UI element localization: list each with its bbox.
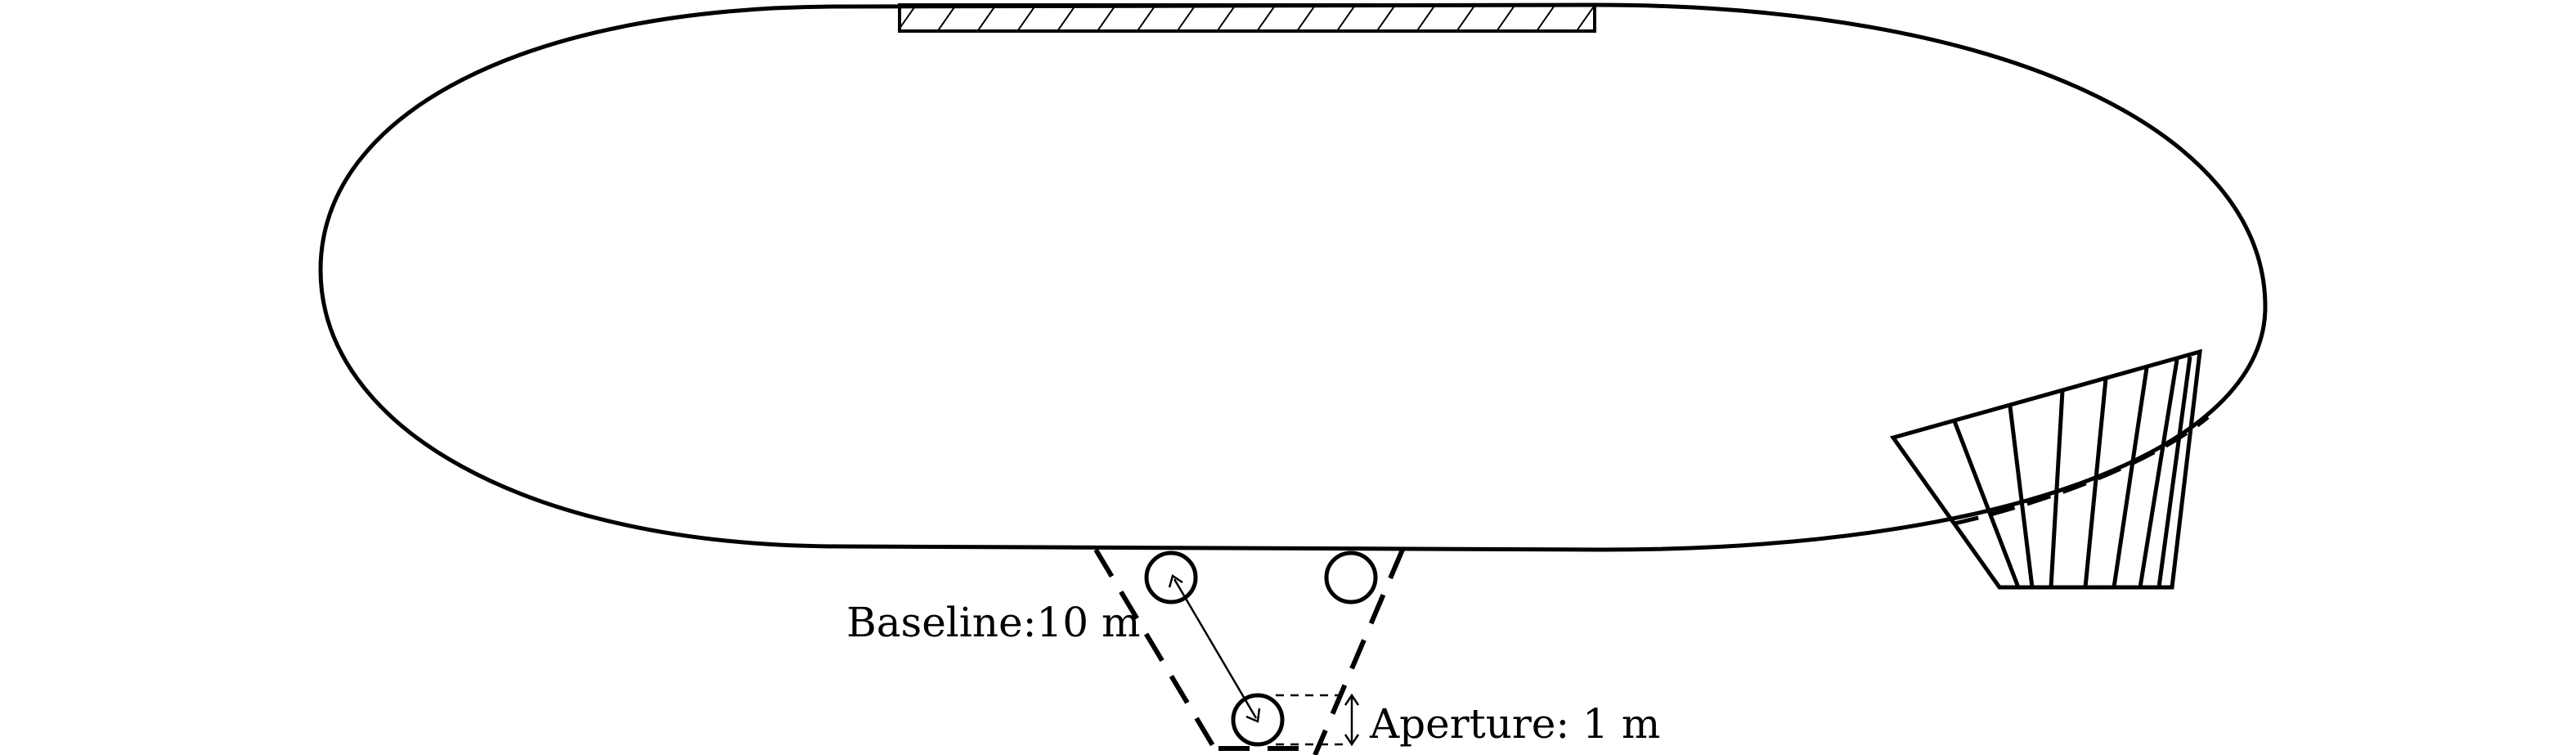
- tail-fin-outline: [1889, 348, 2202, 590]
- tail-fin-rib: [2138, 359, 2179, 588]
- gondola-left-edge: [1093, 548, 1221, 755]
- tail-fin-rib: [2008, 406, 2035, 588]
- gondola-right-edge: [1313, 548, 1405, 755]
- gondola: [1093, 548, 1405, 755]
- tail-fin-rib: [2049, 390, 2065, 588]
- aperture-label: Aperture: 1 m: [1369, 700, 1660, 748]
- aperture-dimension: [1276, 693, 1360, 747]
- telescope-right: [1324, 551, 1378, 604]
- baseline-arrow: [1168, 574, 1261, 723]
- hull-hidden-edge: [1954, 416, 2210, 526]
- tail-fin-rib: [1952, 420, 2021, 588]
- tail-fin-rib: [2156, 356, 2192, 588]
- top-hatched-panel: [898, 3, 1596, 33]
- baseline-label: Baseline:10 m: [846, 599, 1140, 646]
- tail-fin-rib: [2112, 367, 2149, 588]
- tail-fin-rib: [2083, 378, 2108, 588]
- telescope-left: [1144, 551, 1198, 604]
- airship-hull: [318, 2, 2268, 552]
- tail-fin: [1889, 348, 2202, 590]
- telescope-bottom: [1231, 693, 1285, 747]
